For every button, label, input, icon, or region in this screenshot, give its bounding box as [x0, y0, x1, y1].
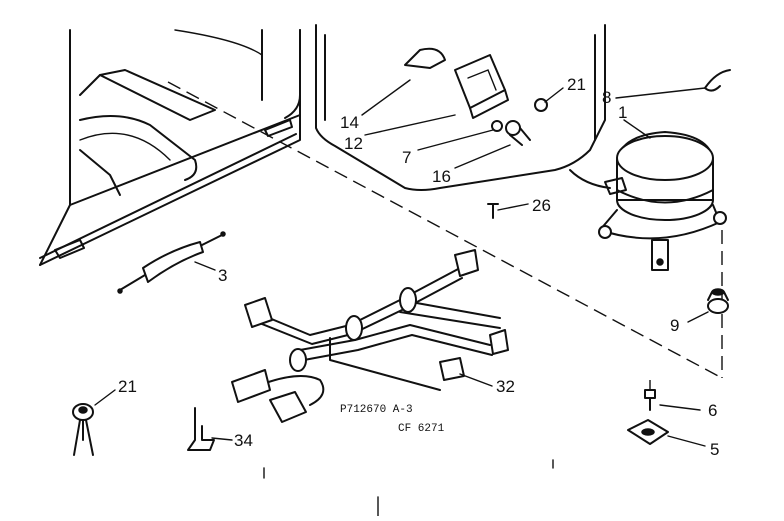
- part-8-clip: [704, 69, 731, 92]
- callout-7: 7: [402, 148, 411, 167]
- cabinet-drawing: [39, 29, 301, 266]
- part-34-bracket: [187, 407, 215, 451]
- part-11-relay-cover: [454, 54, 509, 119]
- callout-1: 1: [618, 103, 627, 122]
- callout-21: 21: [118, 377, 137, 396]
- part-21-plug: [72, 403, 94, 456]
- part-16-overload: [534, 98, 548, 112]
- leader-lines: [94, 79, 709, 447]
- part-7-grommet: [491, 120, 503, 132]
- callout-8: 8: [602, 88, 611, 107]
- reference-code-primary: P712670 A-3: [340, 404, 413, 416]
- wiring-harness: [231, 249, 509, 423]
- frame-marks: [263, 459, 554, 517]
- part-9-grommet: [707, 288, 729, 314]
- part-3-drier: [117, 231, 226, 294]
- part-12-clip: [404, 47, 446, 69]
- callout-26: 32: [496, 377, 515, 396]
- callout-16: 21: [567, 75, 586, 94]
- machine-compartment: [315, 24, 606, 191]
- callout-11: 12: [344, 134, 363, 153]
- part-32-screw: [487, 203, 499, 219]
- callout-14: 16: [432, 167, 451, 186]
- callout-6: 6: [708, 401, 717, 420]
- part-5-sleeve: [627, 419, 669, 445]
- callout-3: 3: [218, 266, 227, 285]
- part-1-compressor: [569, 131, 727, 271]
- callout-12: 14: [340, 113, 359, 132]
- part-14-relay: [505, 120, 531, 146]
- reference-code-secondary: CF 6271: [398, 423, 445, 435]
- callout-5: 5: [710, 440, 719, 459]
- callout-32: 26: [532, 196, 551, 215]
- callout-9: 9: [670, 316, 679, 335]
- callout-34: 34: [234, 431, 253, 450]
- part-6-bolt: [644, 389, 656, 411]
